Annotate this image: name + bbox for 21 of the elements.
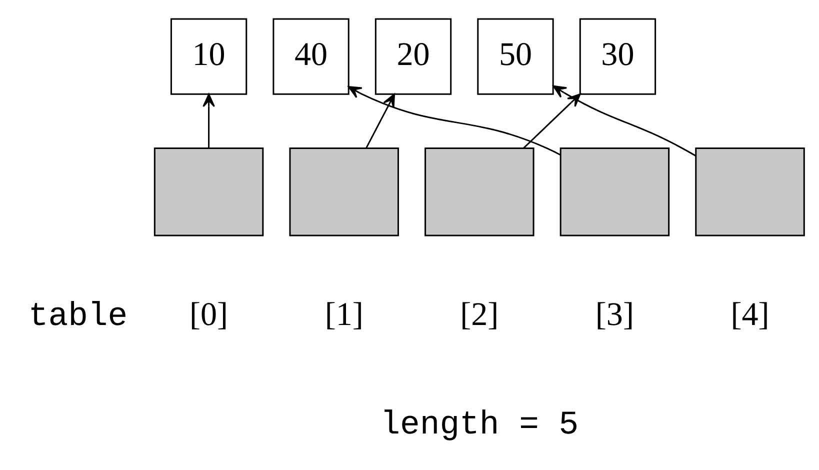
node-box: 40 — [272, 18, 350, 94]
node-box — [695, 147, 805, 236]
arrow — [552, 84, 696, 156]
node-box: 10 — [170, 18, 248, 94]
node-box — [424, 147, 534, 236]
node-box: 30 — [579, 18, 656, 94]
label: table — [28, 296, 128, 335]
node-box — [154, 147, 264, 236]
node-label: [0] — [190, 296, 228, 333]
node-label: [4] — [730, 296, 770, 333]
arrow — [366, 93, 396, 148]
label: length = 5 — [380, 404, 579, 443]
node-box: 50 — [477, 18, 554, 94]
node-label: [2] — [460, 296, 499, 333]
node-label: [1] — [324, 296, 364, 333]
node-box — [560, 147, 670, 236]
arrow — [348, 85, 561, 156]
node-label: [3] — [595, 296, 634, 333]
node-box — [289, 147, 399, 236]
arrow — [202, 93, 215, 148]
node-box: 20 — [374, 18, 452, 94]
